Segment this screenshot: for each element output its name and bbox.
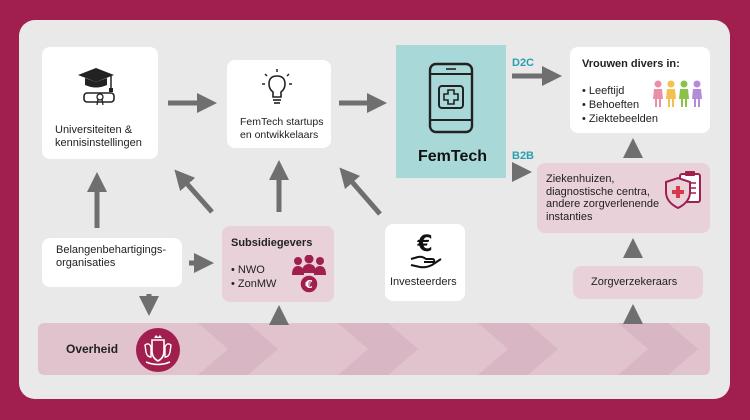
coat-of-arms-icon bbox=[135, 327, 181, 373]
overheid-label: Overheid bbox=[66, 342, 119, 356]
arrow-investeerders-to-startups bbox=[339, 167, 382, 216]
vrouwen-item: • Ziektebeelden bbox=[582, 113, 659, 125]
diverse-women-icon bbox=[652, 80, 704, 108]
zorgverzekeraars-box bbox=[573, 266, 703, 299]
subsidie-item: • ZonMW bbox=[231, 278, 277, 290]
graduation-cap-icon bbox=[78, 66, 128, 106]
vrouwen-item: • Behoeften bbox=[582, 99, 640, 111]
edge-label-d2c: D2C bbox=[512, 57, 535, 69]
belangen-label: Belangenbehartigings- organisaties bbox=[56, 244, 167, 269]
svg-text:€: € bbox=[416, 232, 432, 257]
ziekenhuizen-label: Ziekenhuizen, diagnostische centra, ande… bbox=[546, 173, 660, 223]
vrouwen-item: • Leeftijd bbox=[582, 85, 625, 97]
medical-shield-clipboard-icon bbox=[664, 168, 704, 212]
svg-text:€: € bbox=[304, 278, 313, 291]
subsidie-title: Subsidiegevers bbox=[231, 237, 313, 249]
lightbulb-icon bbox=[261, 68, 293, 106]
euro-hand-icon: € bbox=[408, 231, 444, 271]
startups-label: FemTech startups en ontwikkelaars bbox=[240, 116, 324, 141]
subsidie-item: • NWO bbox=[231, 264, 265, 276]
startups-box bbox=[227, 60, 331, 148]
femtech-label: FemTech bbox=[418, 148, 488, 165]
people-euro-icon: € bbox=[290, 254, 328, 295]
smartphone-medical-icon bbox=[428, 62, 474, 134]
vrouwen-title: Vrouwen divers in: bbox=[582, 58, 680, 70]
diploma-scroll-icon bbox=[83, 92, 115, 106]
edge-label-b2b: B2B bbox=[512, 150, 535, 162]
universiteiten-box bbox=[42, 47, 158, 159]
arrow-subsidie-to-uni bbox=[174, 169, 214, 214]
belangen-box bbox=[42, 238, 182, 287]
zorgverzekeraars-label: Zorgverzekeraars bbox=[591, 276, 678, 288]
universiteiten-label: Universiteiten & kennisinstellingen bbox=[55, 124, 142, 149]
investeerders-label: Investeerders bbox=[390, 276, 457, 288]
femtech-box bbox=[396, 45, 506, 178]
